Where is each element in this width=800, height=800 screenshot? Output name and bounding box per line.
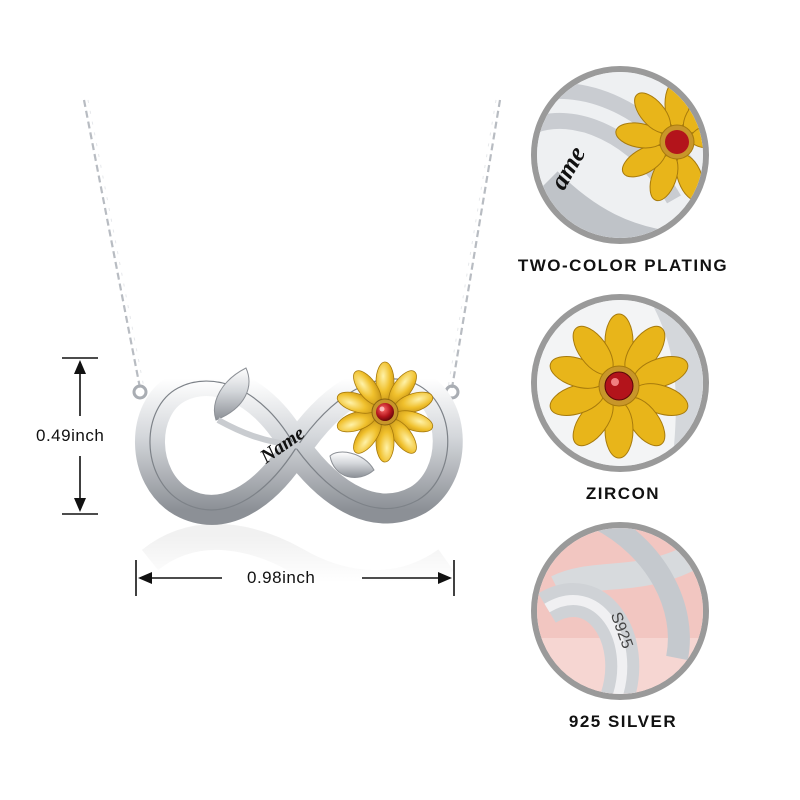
height-dimension bbox=[62, 357, 98, 515]
infinity-pendant bbox=[135, 364, 463, 525]
feature-label-925-silver: 925 SILVER bbox=[568, 712, 678, 731]
zircon-closeup bbox=[531, 294, 709, 472]
feature-label-two-color-plating: TWO-COLOR PLATING bbox=[517, 256, 729, 275]
feature-label-zircon: ZIRCON bbox=[585, 484, 661, 503]
width-dimension bbox=[135, 560, 455, 596]
chain-right bbox=[447, 99, 502, 389]
pendant-reflection bbox=[141, 524, 454, 597]
sunflower-charm bbox=[336, 361, 434, 463]
silver-stamp-closeup: S925 bbox=[531, 522, 709, 700]
height-label: 0.49inch bbox=[36, 426, 105, 445]
chain-left bbox=[82, 99, 145, 389]
necklace-product-image: Name bbox=[62, 99, 502, 597]
jump-ring-left bbox=[132, 384, 148, 400]
two-color-plating-closeup: ame bbox=[531, 66, 709, 244]
width-label: 0.98inch bbox=[247, 568, 316, 587]
